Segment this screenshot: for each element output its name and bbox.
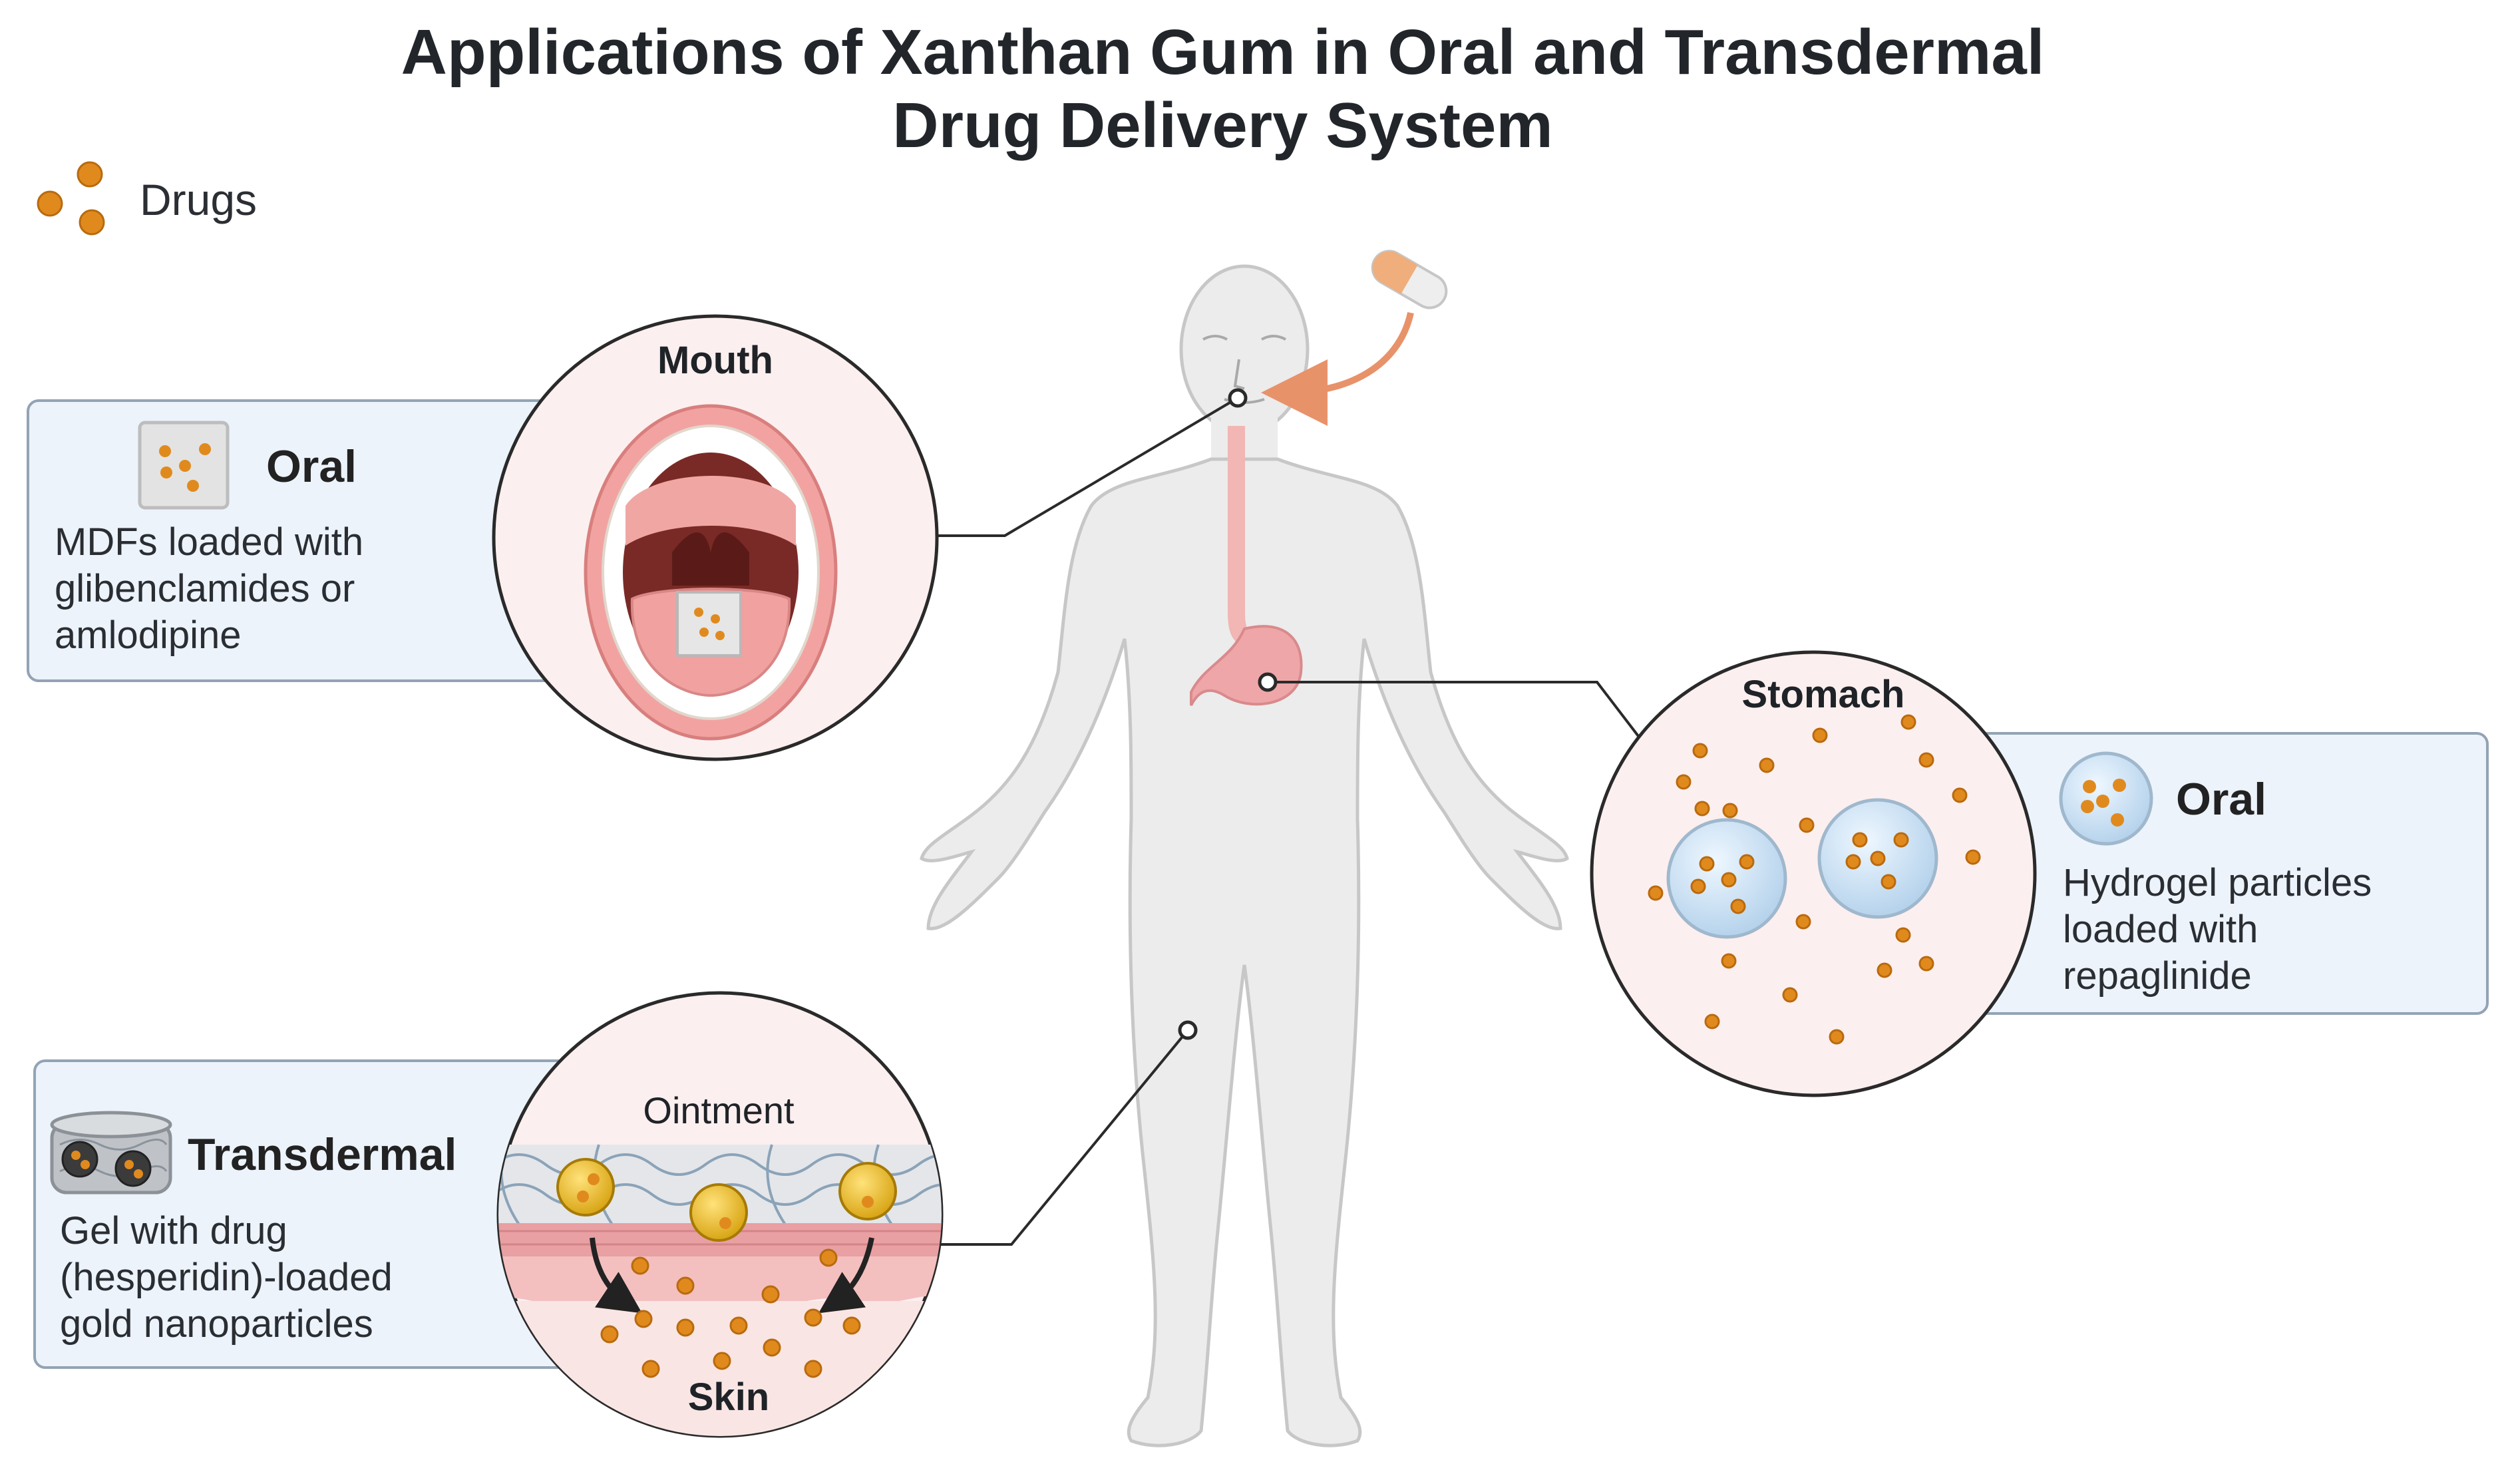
capsule-arrow: [1261, 311, 1414, 426]
drug-particle: [1893, 832, 1909, 848]
drug-particle: [1694, 801, 1710, 817]
drug-particle: [1852, 832, 1868, 848]
drug-particle: [1721, 953, 1737, 969]
connector-dots: [1178, 388, 1278, 1040]
drug-particle: [1692, 743, 1708, 759]
mouth-desc-line-1: MDFs loaded with: [55, 520, 364, 564]
stomach-desc-line-3: repaglinide: [2063, 954, 2252, 998]
drug-particle: [1799, 817, 1815, 833]
stomach-desc-line-1: Hydrogel particles: [2063, 861, 2372, 904]
drug-particle: [1877, 962, 1892, 978]
drug-particle: [1648, 885, 1664, 901]
drug-particle: [1759, 757, 1775, 773]
skin-circle-label: Skin: [687, 1376, 770, 1419]
drug-particle: [1722, 803, 1738, 819]
drug-particle: [634, 1310, 653, 1328]
drug-particle: [1739, 854, 1755, 870]
drug-particle: [1881, 874, 1896, 890]
oral-film-icon: [138, 421, 230, 510]
drug-particle: [1730, 898, 1746, 914]
drug-particle: [600, 1325, 619, 1344]
penetration-arrow-left: [590, 1237, 642, 1314]
drug-particle: [631, 1256, 649, 1275]
drug-particle: [1699, 856, 1715, 872]
mouth-circle-label: Mouth: [657, 339, 773, 382]
gold-nanoparticles: [556, 1158, 897, 1242]
drug-particle: [1845, 854, 1861, 870]
title-line-1: Applications of Xanthan Gum in Oral and …: [401, 17, 2045, 88]
mouth-panel-heading: Oral: [266, 441, 357, 492]
mouth-desc-line-2: glibenclamides or: [55, 567, 355, 610]
drug-particle: [1900, 714, 1916, 730]
penetration-arrow-right: [818, 1237, 874, 1314]
drug-particle: [842, 1316, 861, 1335]
stomach-desc-line-2: loaded with: [2063, 908, 2258, 951]
skin-info-panel: [33, 1059, 586, 1369]
skin-panel-heading: Transdermal: [188, 1129, 457, 1180]
stomach-illustration: [1590, 650, 2037, 1097]
mouth-panel-description: MDFs loaded with glibenclamides or amlod…: [55, 519, 363, 659]
drug-particle: [819, 1248, 838, 1267]
stomach-panel-description: Hydrogel particles loaded with repaglini…: [2063, 860, 2372, 1000]
stomach-drug-particles: [1648, 714, 1981, 1045]
drug-particle: [1918, 752, 1934, 768]
hydrogel-particle-icon: [2059, 751, 2153, 846]
skin-illustration: [496, 991, 944, 1438]
title-line-2: Drug Delivery System: [892, 90, 1553, 161]
drug-particle: [676, 1318, 695, 1337]
skin-desc-line-2: (hesperidin)-loaded: [60, 1256, 393, 1299]
drug-particle: [1782, 987, 1798, 1003]
mouth-desc-line-3: amlodipine: [55, 614, 242, 657]
stomach-circle-label: Stomach: [1741, 673, 1905, 716]
drug-particle: [763, 1338, 781, 1357]
drug-particle: [1690, 878, 1706, 894]
face-features: [1202, 335, 1286, 404]
gel-container-icon: [50, 1111, 172, 1195]
drug-particle: [729, 1316, 748, 1335]
drug-particle: [1918, 956, 1934, 972]
skin-drug-particles: [600, 1248, 861, 1378]
drug-particle: [1676, 774, 1692, 790]
drug-particle: [1895, 927, 1911, 943]
ointment-label: Ointment: [643, 1089, 795, 1131]
skin-panel-description: Gel with drug (hesperidin)-loaded gold n…: [60, 1208, 393, 1348]
capsule-icon: [1371, 250, 1448, 309]
drug-particle: [1721, 872, 1737, 888]
drug-particle: [761, 1285, 780, 1304]
drug-particle: [713, 1352, 731, 1370]
mouth-illustration: [492, 314, 939, 761]
drug-particle: [1870, 850, 1886, 866]
stomach-info-panel: [1956, 732, 2489, 1015]
drug-particle: [1795, 914, 1811, 930]
connector-lines: [933, 397, 1642, 1246]
drug-particle: [641, 1360, 660, 1378]
skin-desc-line-3: gold nanoparticles: [60, 1302, 373, 1346]
legend-label: Drugs: [140, 175, 258, 224]
stomach-panel-heading: Oral: [2176, 774, 2267, 825]
skin-desc-line-1: Gel with drug: [60, 1209, 287, 1252]
drug-particle: [804, 1308, 822, 1327]
mouth-info-panel: [27, 399, 572, 682]
drug-particle: [676, 1276, 695, 1295]
drug-particle: [804, 1360, 822, 1378]
drug-particle: [1829, 1029, 1845, 1045]
page-title: Applications of Xanthan Gum in Oral and …: [0, 16, 2445, 162]
drug-particle: [1965, 849, 1981, 865]
drug-particle: [1812, 727, 1828, 743]
drug-particles-icon: [37, 161, 105, 236]
drug-particle: [1952, 787, 1968, 803]
drug-particle: [1704, 1014, 1720, 1029]
